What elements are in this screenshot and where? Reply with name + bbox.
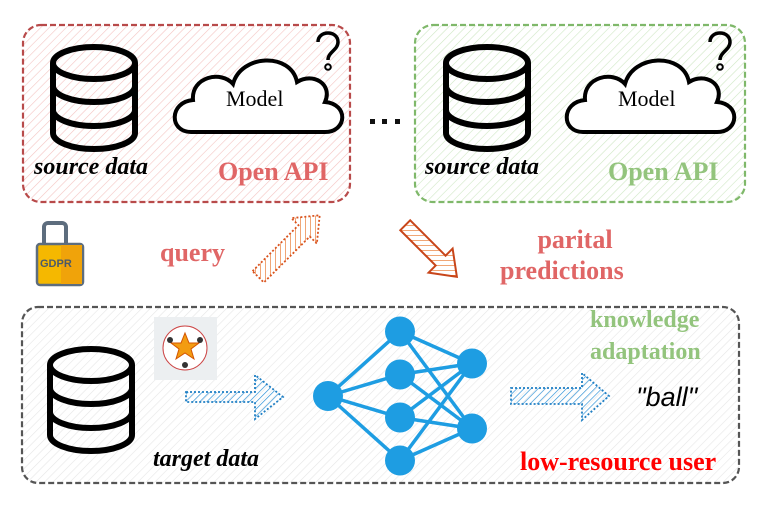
- low-resource-user-label: low-resource user: [520, 447, 717, 476]
- model-label-1: Model: [226, 86, 284, 111]
- nn-node-layer-2: [385, 316, 415, 347]
- nn-node-layer-2: [385, 445, 415, 476]
- knowledge-label: knowledge: [590, 307, 700, 333]
- source-data-label-2: source data: [425, 154, 539, 180]
- nn-node-layer-3: [457, 413, 487, 444]
- gdpr-label: GDPR: [40, 258, 72, 270]
- nn-node-layer-2: [385, 402, 415, 433]
- predictions-label-line1: parital: [537, 225, 613, 254]
- nn-edge: [326, 330, 402, 398]
- nn-node-layer-1: [313, 381, 343, 411]
- model-label-2: Model: [618, 86, 676, 111]
- predictions-label-line2: predictions: [500, 256, 624, 285]
- output-label: "ball": [636, 382, 698, 412]
- nn-edge: [398, 330, 474, 430]
- input-arrow: [185, 373, 285, 421]
- lock-icon: [35, 221, 85, 287]
- open-api-label-1: Open API: [218, 157, 329, 186]
- ellipsis: [370, 119, 400, 124]
- source-data-label-1: source data: [34, 154, 148, 180]
- query-arrow: [251, 214, 321, 284]
- query-label: query: [160, 238, 225, 267]
- source-box-2: [413, 23, 747, 204]
- open-api-label-2: Open API: [608, 157, 719, 186]
- nn-node-layer-2: [385, 359, 415, 390]
- nn-node-layer-3: [457, 348, 487, 379]
- output-arrow: [510, 371, 611, 423]
- predictions-arrow: [398, 218, 459, 279]
- source-box-1: [21, 23, 352, 204]
- nn-edge: [326, 394, 402, 462]
- adaptation-label: adaptation: [590, 339, 701, 365]
- soccer-ball-image: [154, 317, 217, 380]
- neural-network-icon: [313, 316, 487, 476]
- target-data-label: target data: [153, 446, 259, 472]
- nn-edge: [398, 362, 474, 462]
